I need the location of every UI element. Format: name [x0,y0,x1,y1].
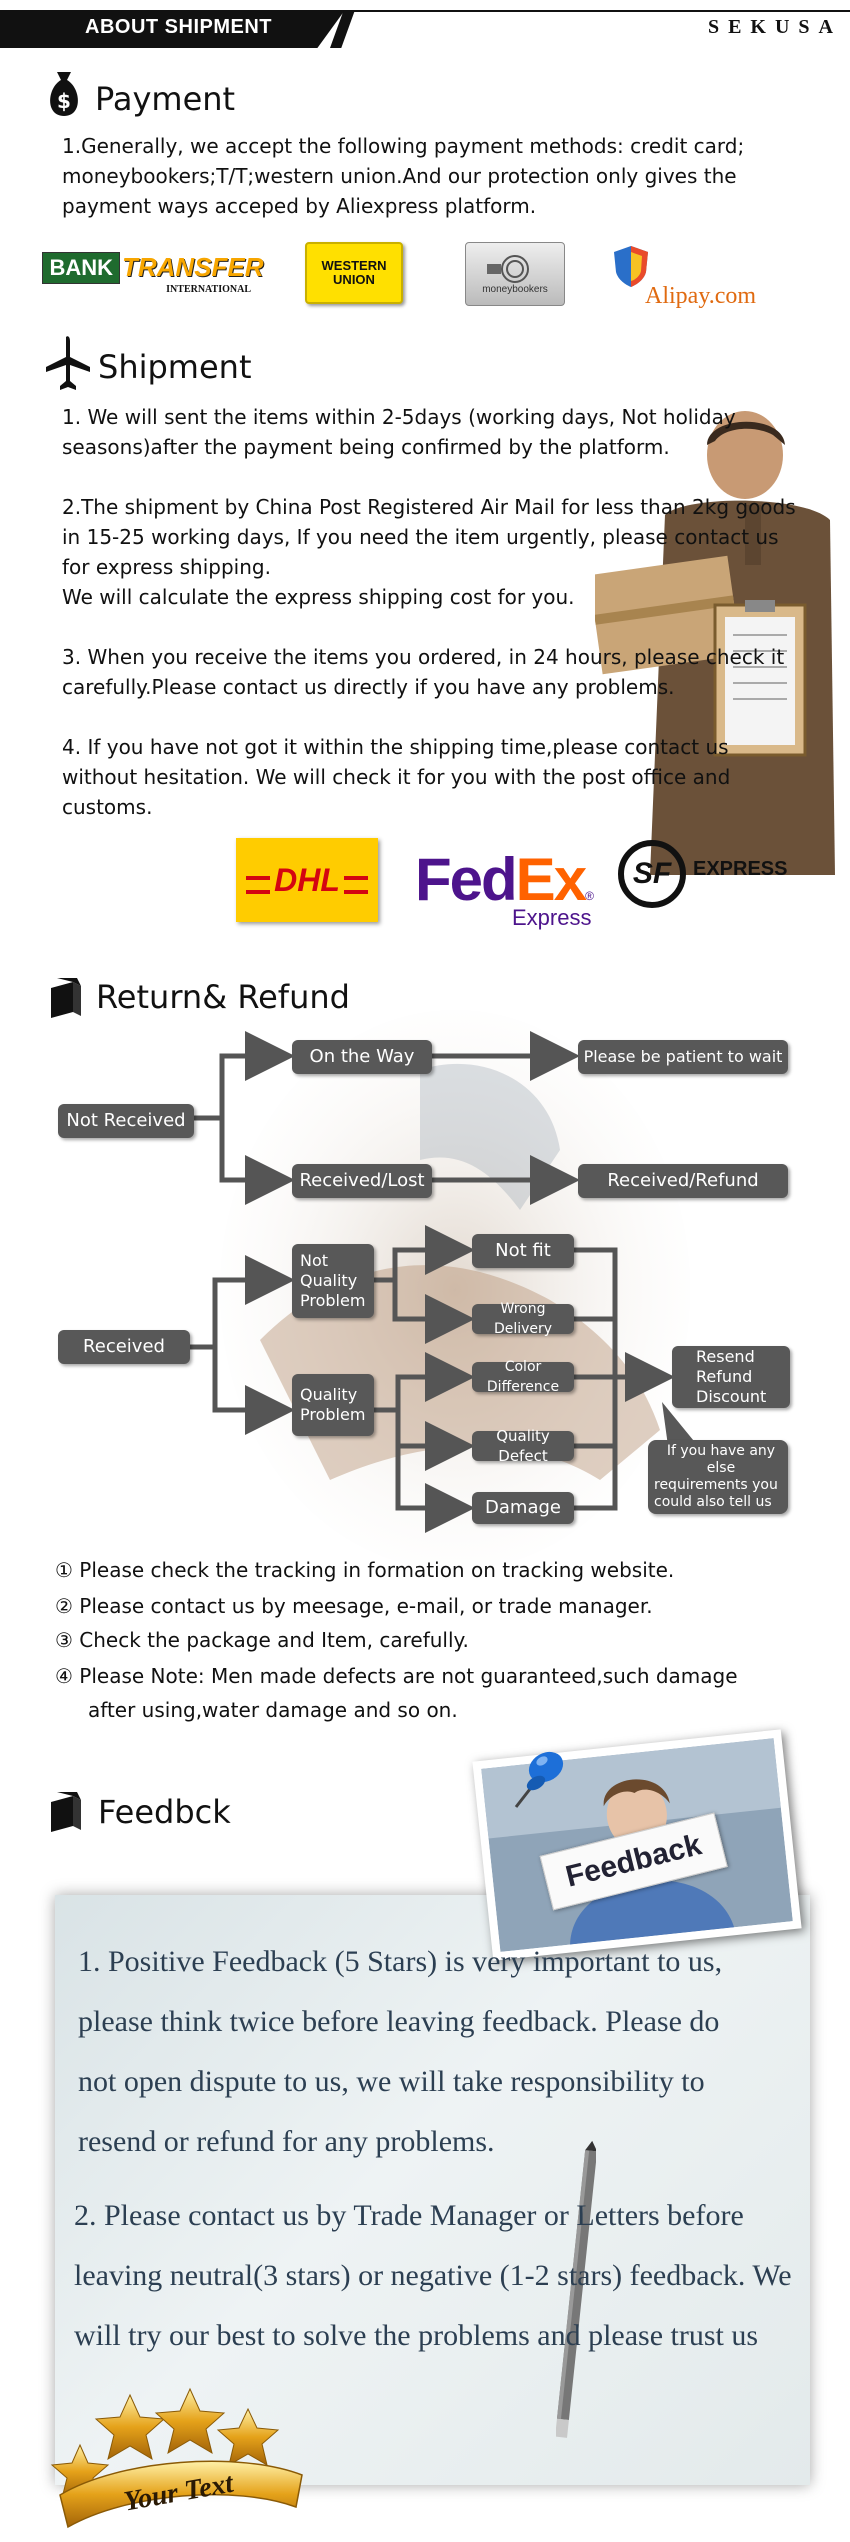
page-header: ABOUT SHIPMENT SEKUSA [0,0,850,50]
node-quality-defect: Quality Defect [472,1427,574,1465]
node-received-refund: Received/Refund [578,1164,788,1198]
shipment-p2: 2.The shipment by China Post Registered … [62,495,796,579]
nqp-line3: Problem [300,1291,366,1310]
moneybookers-rings-icon [487,254,529,283]
qp-line2: Problem [300,1405,366,1424]
mb-word: moneybookers [482,283,548,295]
nqp-line2: Quality [300,1271,358,1290]
feedback-card [55,1895,810,2485]
feedback-p2-line3: will try our best to solve the problems … [74,2319,759,2352]
discount-label: Discount [696,1387,767,1406]
else-line3: could also tell us [654,1494,772,1510]
bank-word: BANK [42,251,120,284]
payment-title: Payment [95,80,236,118]
speech-tail [662,1402,698,1446]
resend-label: Resend [696,1347,755,1366]
feedback-p1-line2: please think twice before leaving feedba… [78,2005,720,2038]
note-2: ② Please contact us by meesage, e-mail, … [55,1594,653,1618]
bank-sub: INTERNATIONAL [166,283,251,295]
feedback-p1-line1: 1. Positive Feedback (5 Stars) is very i… [78,1945,723,1978]
brand-name: SEKUSA [707,16,842,38]
node-on-the-way: On the Way [292,1040,432,1074]
node-wrong-delivery: Wrong Delivery [472,1301,574,1337]
pushpin-icon [514,1751,564,1808]
stars-badge: Your Text [50,2387,303,2529]
feedback-p1: 1. Positive Feedback (5 Stars) is very i… [78,1932,798,2172]
node-received-lost: Received/Lost [292,1164,432,1198]
shipment-p1: 1. We will sent the items within 2-5days… [62,405,736,459]
note-4-cont: after using,water damage and so on. [88,1698,458,1722]
dhl-logo: DHL [236,838,378,922]
courier-illustration [595,411,835,875]
fedex-fed: Fed [415,846,518,913]
western-union-logo: WESTERN UNION [305,242,403,304]
node-please-wait: Please be patient to wait [578,1040,788,1074]
node-else-requirements: If you have any else requirements you co… [648,1440,788,1514]
pencil-icon [556,2140,596,2438]
feedback-p1-line3: not open dispute to us, we will take res… [78,2065,705,2098]
fedex-ex: Ex [515,846,587,913]
money-bag-icon: $ [50,72,78,116]
moneybookers-logo: moneybookers [465,242,565,306]
node-quality-problem: Quality Problem [292,1374,374,1436]
else-line1: If you have any else [666,1443,776,1476]
book-icon-feedback [51,1792,81,1832]
bank-transfer-logo: BANK TRANSFER INTERNATIONAL [42,250,264,296]
payment-text: 1.Generally, we accept the following pay… [62,134,745,218]
refund-label: Refund [696,1367,753,1386]
sf-express-word: EXPRESS [693,858,788,880]
node-not-fit: Not fit [472,1234,574,1268]
shipment-p2b: We will calculate the express shipping c… [62,585,575,609]
alipay-text: Alipay.com [645,283,757,309]
shipment-p4: 4. If you have not got it within the shi… [62,735,731,819]
dhl-word: DHL [270,861,344,899]
node-damage: Damage [472,1492,574,1524]
feedback-p2: 2. Please contact us by Trade Manager or… [74,2186,804,2366]
note-3: ③ Check the package and Item, carefully. [55,1628,469,1652]
feedback-p2-line1: 2. Please contact us by Trade Manager or… [74,2199,744,2232]
shipment-p3: 3. When you receive the items you ordere… [62,645,785,699]
node-resend-refund-discount: Resend Refund Discount [672,1346,790,1408]
feedback-title: Feedbck [98,1793,231,1831]
node-not-quality-problem: Not Quality Problem [292,1244,374,1318]
fedex-express: Express [512,905,592,930]
refund-title: Return& Refund [96,978,350,1016]
node-received: Received [58,1330,190,1364]
airplane-icon [46,336,90,390]
wu-line2: UNION [333,272,375,287]
nqp-line1: Not [300,1251,329,1270]
note-4: ④ Please Note: Men made defects are not … [55,1664,738,1688]
feedback-p1-line4: resend or refund for any problems. [78,2125,495,2158]
wu-line1: WESTERN [321,258,387,273]
flowchart-connectors [187,1031,675,1533]
sf-logo: SF [618,840,686,908]
fedex-logo: FedEx® [415,846,594,913]
node-color-difference: Color Difference [472,1359,574,1395]
header-rule [350,10,850,12]
node-not-received: Not Received [58,1104,194,1138]
else-line2: requirements you [654,1477,778,1493]
svg-text:$: $ [57,89,71,113]
feedback-p2-line2: leaving neutral(3 stars) or negative (1-… [74,2259,792,2292]
alipay-shield-icon [614,246,648,287]
header-bar [0,10,345,48]
qp-line1: Quality [300,1385,358,1404]
shipment-title: Shipment [98,348,252,386]
book-icon [51,978,81,1018]
header-title: ABOUT SHIPMENT [85,16,272,38]
note-1: ① Please check the tracking in formation… [55,1558,675,1582]
transfer-word: TRANSFER [122,251,264,282]
